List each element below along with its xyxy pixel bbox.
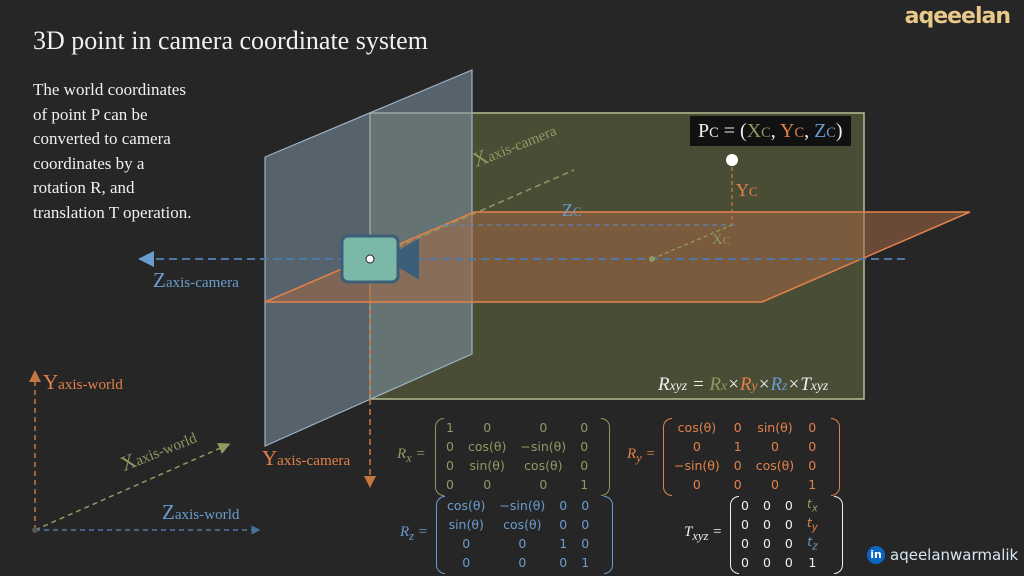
linkedin-handle-text: aqeelanwarmalik	[890, 546, 1019, 564]
description-line: coordinates by a	[33, 153, 145, 173]
description: The world coordinates of point P can be …	[33, 78, 263, 225]
rxyz-equation: Rxyz = Rx×Ry×Rz×Txyz	[658, 374, 829, 395]
description-line: converted to camera	[33, 129, 171, 148]
description-line: The world coordinates	[33, 80, 186, 99]
world-origin	[32, 527, 38, 533]
point-p	[726, 154, 738, 166]
point-camera-coordinates-label: PC = (XC, YC, ZC)	[690, 116, 851, 146]
camera-icon	[340, 234, 419, 284]
brand-logo: aqeeelan	[904, 4, 1011, 29]
horizontal-plane	[264, 211, 971, 303]
xc-point	[649, 256, 655, 262]
yc-label: YC	[736, 180, 758, 200]
description-line: of point P can be	[33, 104, 148, 124]
zc-label: ZC	[562, 200, 582, 220]
matrix-txyz-name: Txyz =	[684, 524, 723, 543]
description-line: rotation R, and	[33, 178, 135, 197]
matrix-rz-name: Rz =	[400, 524, 428, 543]
y-axis-world-label: Yaxis-world	[43, 370, 123, 394]
linkedin-handle[interactable]: in aqeelanwarmalik	[867, 546, 1018, 564]
z-axis-camera-label: Zaxis-camera	[153, 268, 239, 292]
matrix-rx-name: Rx =	[397, 446, 426, 465]
xc-label: XC	[712, 232, 731, 248]
z-axis-world-label: Zaxis-world	[162, 500, 240, 524]
x-axis-world-line	[34, 442, 231, 531]
matrix-ry-name: Ry =	[627, 446, 656, 465]
x-axis-camera-line	[369, 169, 575, 260]
page-title: 3D point in camera coordinate system	[33, 26, 428, 55]
linkedin-icon: in	[867, 546, 885, 564]
y-axis-camera-label: Yaxis-camera	[262, 446, 351, 470]
xc-projection-line	[651, 224, 733, 260]
description-line: translation T operation.	[33, 202, 192, 222]
